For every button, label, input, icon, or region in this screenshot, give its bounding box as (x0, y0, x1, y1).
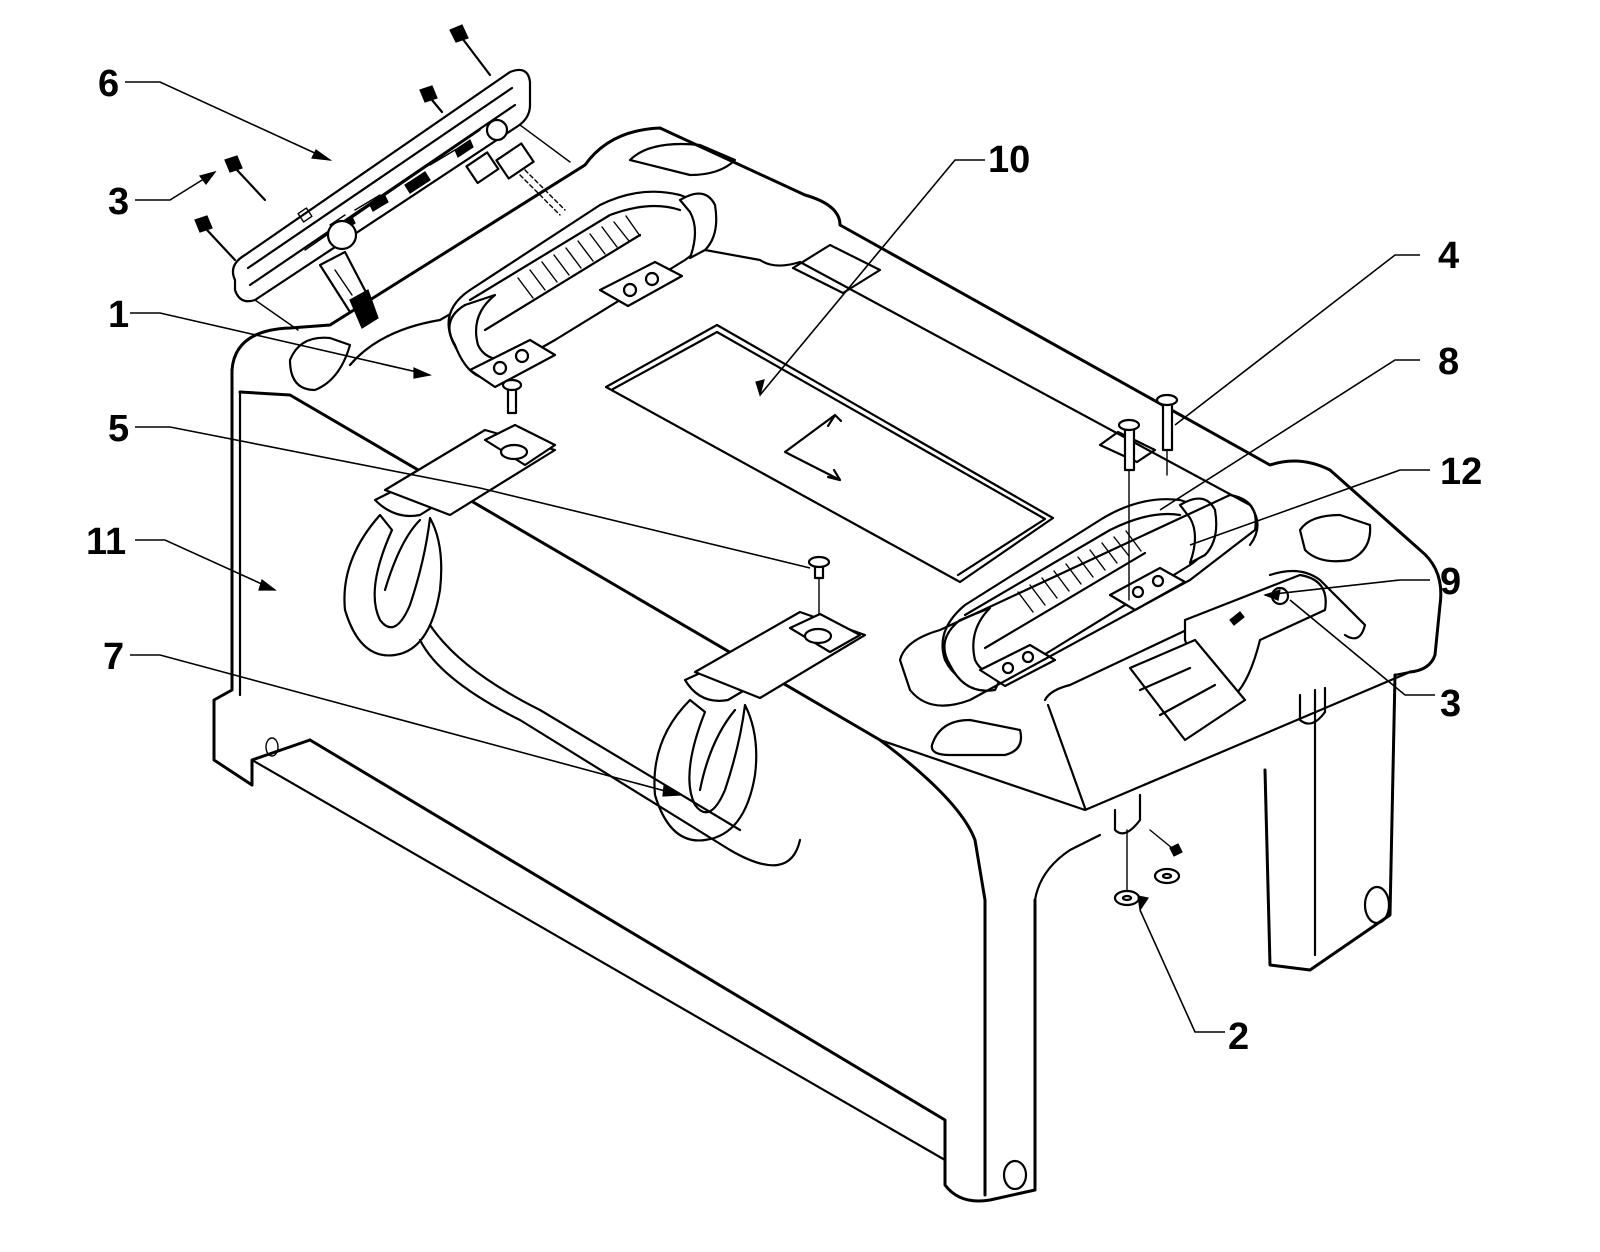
strap-channel (418, 638, 802, 867)
callout-4: 4 (1438, 235, 1459, 277)
callout-2: 2 (1228, 1016, 1249, 1058)
callout-labels: 6 3 1 5 11 7 10 4 8 12 9 3 2 (86, 63, 1482, 1058)
fasteners (501, 378, 1183, 907)
callout-6: 6 (98, 63, 119, 105)
leader-lines (125, 81, 1435, 1033)
strap-left (343, 423, 557, 657)
panel-screws (194, 24, 492, 262)
latch (1128, 569, 1367, 742)
callout-11: 11 (86, 521, 126, 563)
callout-3-top: 3 (108, 181, 129, 223)
callout-7: 7 (103, 636, 124, 678)
callout-8: 8 (1438, 341, 1459, 383)
callout-3-bottom: 3 (1440, 683, 1461, 725)
callout-1: 1 (108, 294, 129, 336)
control-panel (194, 24, 571, 331)
callout-12: 12 (1440, 451, 1482, 493)
callout-9: 9 (1440, 561, 1461, 603)
handle-rear (447, 190, 718, 389)
control-panel-circuit (304, 118, 535, 251)
callout-5: 5 (108, 408, 129, 450)
handle-rear-grip-ribs (517, 215, 641, 299)
strap-right (653, 610, 867, 842)
callout-10: 10 (988, 139, 1030, 181)
case-body (212, 126, 1443, 1203)
